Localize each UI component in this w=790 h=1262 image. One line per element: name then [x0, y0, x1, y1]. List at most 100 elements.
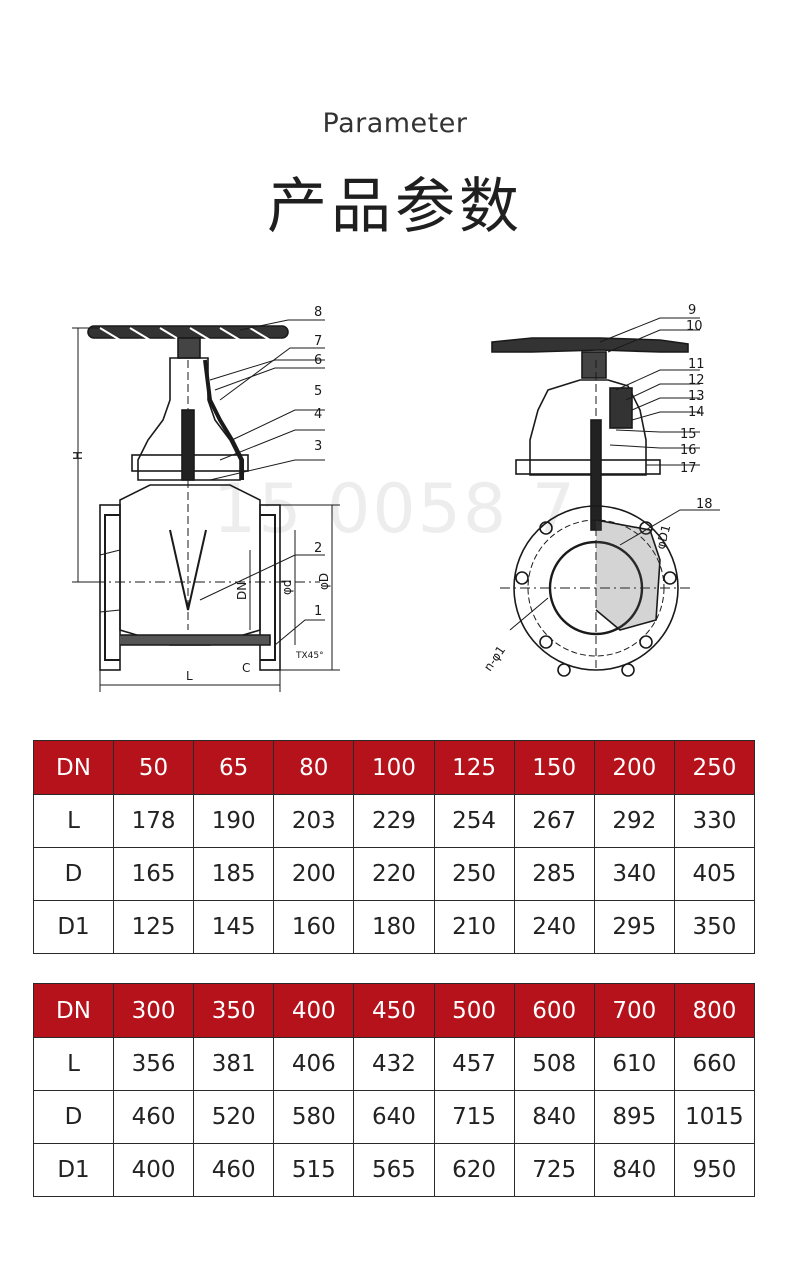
callout-9: 9 — [688, 303, 696, 318]
dim-label-l: L — [186, 669, 193, 683]
value-cell: 100 — [353, 740, 435, 795]
value-cell: 715 — [433, 1090, 515, 1144]
dim-label-chamfer: TX45° — [295, 651, 324, 661]
callout-13: 13 — [688, 389, 705, 404]
value-cell: 250 — [673, 740, 756, 795]
dim-label-d: φd — [280, 579, 294, 595]
dim-label-dn: DN — [235, 582, 249, 600]
value-cell: 285 — [513, 847, 595, 901]
valve-technical-drawing: H L C DN φd φD TX45° 8 7 6 5 4 3 2 1 — [71, 303, 720, 692]
value-cell: 180 — [353, 900, 435, 954]
value-cell: 950 — [673, 1143, 756, 1197]
value-cell: 405 — [673, 847, 756, 901]
value-cell: 145 — [193, 900, 275, 954]
value-cell: 840 — [593, 1143, 675, 1197]
callout-17: 17 — [680, 461, 697, 476]
value-cell: 640 — [353, 1090, 435, 1144]
callout-4: 4 — [314, 407, 322, 422]
value-cell: 520 — [193, 1090, 275, 1144]
value-cell: 457 — [433, 1037, 515, 1091]
row-label-cell: DN — [33, 983, 114, 1038]
value-cell: 800 — [673, 983, 756, 1038]
value-cell: 725 — [513, 1143, 595, 1197]
wedge-gate — [169, 529, 207, 611]
callout-14: 14 — [688, 405, 705, 420]
value-cell: 185 — [193, 847, 275, 901]
dim-label-d1: φD1 — [653, 523, 673, 551]
value-cell: 1015 — [673, 1090, 756, 1144]
value-cell: 400 — [112, 1143, 195, 1197]
value-cell: 432 — [353, 1037, 435, 1091]
value-cell: 340 — [593, 847, 675, 901]
value-cell: 500 — [433, 983, 515, 1038]
value-cell: 250 — [433, 847, 515, 901]
value-cell: 610 — [593, 1037, 675, 1091]
right-valve-end-view — [491, 317, 720, 677]
section-subtitle: Parameter — [322, 108, 468, 139]
value-cell: 400 — [273, 983, 355, 1038]
callout-2: 2 — [314, 541, 322, 556]
dim-label-bolt-holes: n-φ1 — [481, 643, 508, 674]
value-cell: 895 — [593, 1090, 675, 1144]
callout-8: 8 — [314, 305, 322, 320]
dim-label-h: H — [71, 451, 85, 460]
callout-12: 12 — [688, 373, 705, 388]
value-cell: 515 — [273, 1143, 355, 1197]
value-cell: 165 — [112, 847, 195, 901]
left-dimension-labels: H L C DN φd φD TX45° — [71, 451, 331, 683]
dim-label-bigd: φD — [317, 573, 331, 590]
value-cell: 381 — [193, 1037, 275, 1091]
value-cell: 65 — [193, 740, 275, 795]
value-cell: 700 — [593, 983, 675, 1038]
callout-1: 1 — [314, 604, 322, 619]
value-cell: 450 — [353, 983, 435, 1038]
valve-body-outline — [119, 484, 261, 646]
value-cell: 406 — [273, 1037, 355, 1091]
value-cell: 254 — [433, 794, 515, 848]
value-cell: 350 — [193, 983, 275, 1038]
callout-3: 3 — [314, 439, 322, 454]
row-label-cell: L — [33, 1037, 114, 1091]
callout-15: 15 — [680, 427, 697, 442]
right-flange — [259, 504, 281, 671]
value-cell: 50 — [112, 740, 195, 795]
callout-6: 6 — [314, 353, 322, 368]
callout-16: 16 — [680, 443, 697, 458]
value-cell: 600 — [513, 983, 595, 1038]
value-cell: 229 — [353, 794, 435, 848]
value-cell: 80 — [273, 740, 355, 795]
value-cell: 460 — [193, 1143, 275, 1197]
right-bonnet-outline — [529, 379, 647, 476]
row-label-cell: D — [33, 1090, 114, 1144]
value-cell: 580 — [273, 1090, 355, 1144]
value-cell: 160 — [273, 900, 355, 954]
dim-label-c: C — [242, 661, 250, 675]
value-cell: 508 — [513, 1037, 595, 1091]
value-cell: 125 — [112, 900, 195, 954]
value-cell: 190 — [193, 794, 275, 848]
left-callout-numbers: 8 7 6 5 4 3 2 1 — [314, 305, 322, 619]
value-cell: 356 — [112, 1037, 195, 1091]
value-cell: 240 — [513, 900, 595, 954]
value-cell: 460 — [112, 1090, 195, 1144]
value-cell: 125 — [433, 740, 515, 795]
value-cell: 840 — [513, 1090, 595, 1144]
row-label-cell: D1 — [33, 1143, 114, 1197]
value-cell: 660 — [673, 1037, 756, 1091]
row-label-cell: D — [33, 847, 114, 901]
value-cell: 200 — [593, 740, 675, 795]
callout-7: 7 — [314, 334, 322, 349]
value-cell: 292 — [593, 794, 675, 848]
callout-11: 11 — [688, 357, 705, 372]
value-cell: 267 — [513, 794, 595, 848]
